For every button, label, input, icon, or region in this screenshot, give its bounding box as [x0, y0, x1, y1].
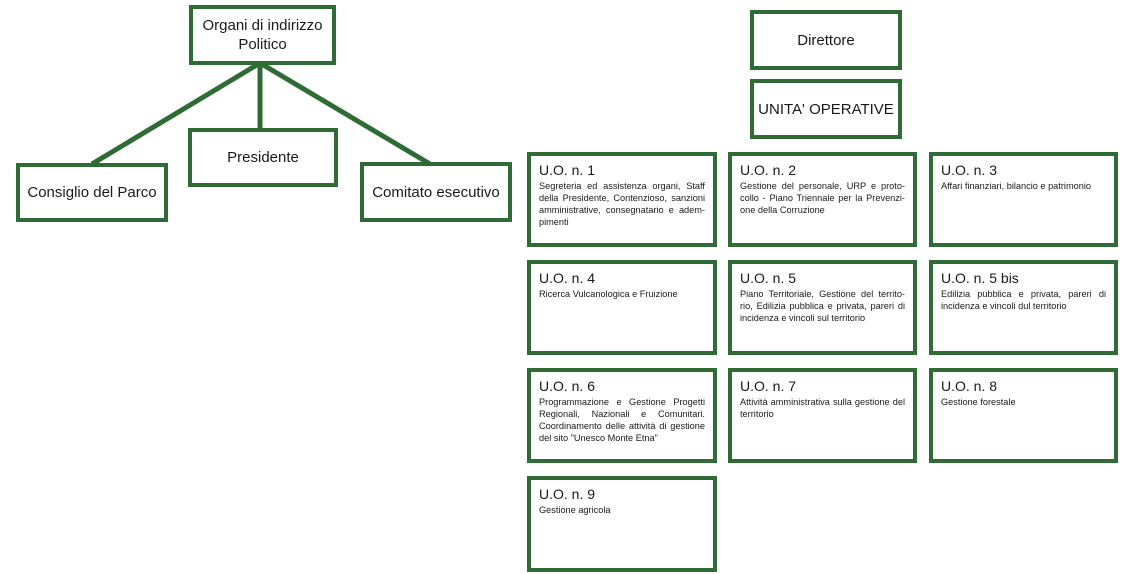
unit-card-5: U.O. n. 5 Piano Territoriale, Gestione d… [728, 260, 917, 355]
unit-title: U.O. n. 3 [941, 162, 998, 178]
unit-desc: Gestione agricola [539, 505, 611, 515]
unit-card-6: U.O. n. 6 Programmazione e Gestione Prog… [527, 368, 717, 463]
connector-to-comitato [258, 60, 432, 167]
unit-desc: Segreteria ed assistenza organi, Staff d… [539, 181, 705, 227]
unit-desc: Piano Territoriale, Gestione del territo… [740, 289, 905, 323]
unit-title: U.O. n. 5 [740, 270, 797, 286]
unit-desc: Programmazione e Gestione Progetti Regio… [539, 397, 705, 443]
unit-title: U.O. n. 8 [941, 378, 998, 394]
unit-title: U.O. n. 1 [539, 162, 596, 178]
node-consiglio: Consiglio del Parco [16, 163, 168, 222]
unit-desc: Ricerca Vulcanologica e Fruizione [539, 289, 678, 299]
node-political-root: Organi di indirizzo Politico [189, 5, 336, 65]
node-comitato: Comitato esecutivo [360, 162, 512, 222]
node-direttore-label: Direttore [797, 31, 855, 49]
unit-card-2: U.O. n. 2 Gestione del personale, URP e … [728, 152, 917, 247]
node-comitato-label: Comitato esecutivo [372, 183, 500, 201]
node-consiglio-label: Consiglio del Parco [27, 184, 157, 201]
unit-card-3: U.O. n. 3 Affari finanziari, bilancio e … [929, 152, 1118, 247]
node-presidente-label: Presidente [227, 149, 299, 166]
unit-title: U.O. n. 4 [539, 270, 596, 286]
node-political-root-label: Organi di indirizzo Politico [202, 17, 323, 53]
unit-desc: Gestione forestale [941, 397, 1016, 407]
unit-title: U.O. n. 9 [539, 486, 596, 502]
node-direttore: Direttore [750, 10, 902, 70]
node-presidente: Presidente [188, 128, 338, 187]
unit-title: U.O. n. 2 [740, 162, 797, 178]
unit-card-8: U.O. n. 8 Gestione forestale [929, 368, 1118, 463]
unit-desc: Gestione del personale, URP e proto-coll… [740, 181, 905, 215]
unit-title: U.O. n. 7 [740, 378, 797, 394]
unit-desc: Affari finanziari, bilancio e patrimonio [941, 181, 1091, 191]
unit-card-9: U.O. n. 9 Gestione agricola [527, 476, 717, 572]
connector-to-consiglio [90, 60, 262, 167]
unit-title: U.O. n. 6 [539, 378, 596, 394]
node-unita-operative-label: UNITA' OPERATIVE [758, 100, 894, 118]
unit-title: U.O. n. 5 bis [941, 270, 1019, 286]
unit-desc: Attività amministrativa sulla gestione d… [740, 397, 905, 419]
unit-card-5-bis: U.O. n. 5 bis Edilizia pubblica e privat… [929, 260, 1118, 355]
unit-card-4: U.O. n. 4 Ricerca Vulcanologica e Fruizi… [527, 260, 717, 355]
unit-card-1: U.O. n. 1 Segreteria ed assistenza organ… [527, 152, 717, 247]
unit-card-7: U.O. n. 7 Attività amministrativa sulla … [728, 368, 917, 463]
unit-desc: Edilizia pubblica e privata, pareri di i… [941, 289, 1106, 311]
node-unita-operative: UNITA' OPERATIVE [750, 79, 902, 139]
